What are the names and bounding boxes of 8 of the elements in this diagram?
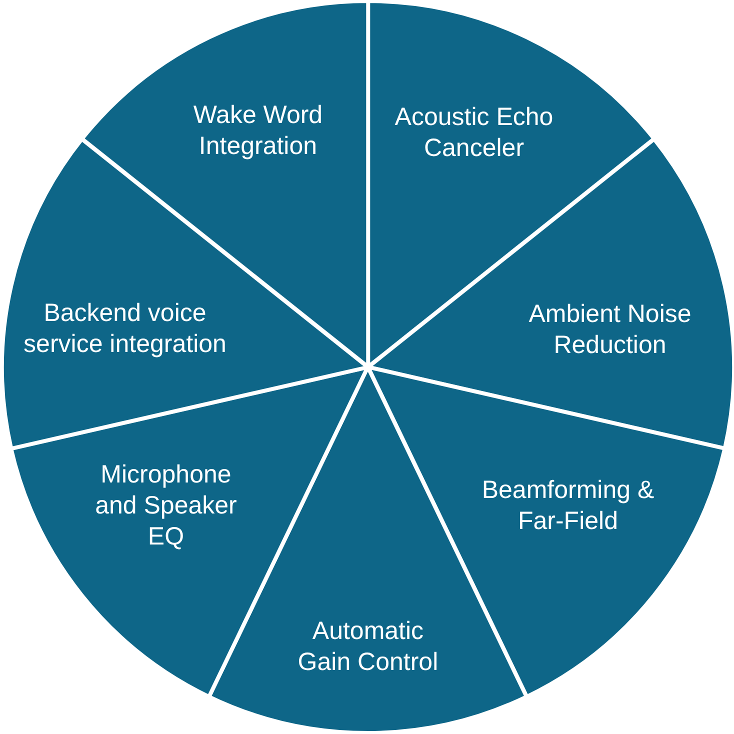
slice-label: Automatic Gain Control xyxy=(296,616,440,678)
slice-label: Acoustic Echo Canceler xyxy=(394,102,554,164)
slice-label: Beamforming & Far-Field xyxy=(480,475,656,537)
slice-label: Wake Word Integration xyxy=(192,100,324,162)
slice-label: Ambient Noise Reduction xyxy=(528,298,692,361)
slice-label: Microphone and Speaker EQ xyxy=(94,460,238,552)
slice-label: Backend voice service integration xyxy=(22,298,228,360)
pie-slice xyxy=(368,138,734,448)
